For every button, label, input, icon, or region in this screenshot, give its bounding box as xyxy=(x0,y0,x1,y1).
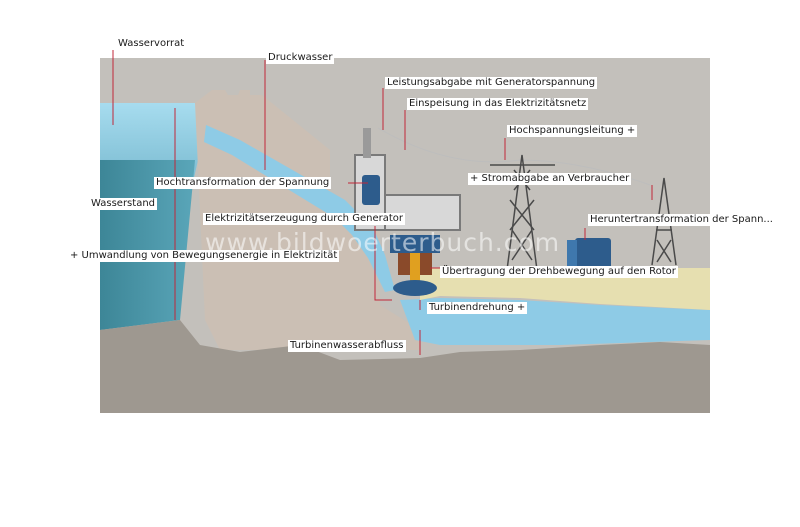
step-up-transformer xyxy=(362,175,380,205)
label-stromabgabe[interactable]: + Stromabgabe an Verbraucher xyxy=(468,173,632,185)
label-wasserstand: Wasserstand xyxy=(89,198,158,210)
transformer-radiator xyxy=(567,240,577,268)
label-leistungsabgabe: Leistungsabgabe mit Generatorspannung xyxy=(385,77,598,89)
insulator-post xyxy=(363,128,371,158)
rock-bottom xyxy=(100,320,710,413)
label-uebertragung: Übertragung der Drehbewegung auf den Rot… xyxy=(440,266,678,278)
generator xyxy=(390,235,440,253)
step-down-transformer xyxy=(575,238,611,272)
ground-right xyxy=(420,268,710,310)
transmission-line xyxy=(377,127,651,186)
penstock xyxy=(204,125,395,292)
label-einspeisung: Einspeisung in das Elektrizitätsnetz xyxy=(407,98,589,110)
label-druckwasser: Druckwasser xyxy=(266,52,335,64)
label-turbinendrehung[interactable]: Turbinendrehung + xyxy=(427,302,528,314)
turbine xyxy=(393,280,437,296)
label-turbinenwasserabfluss: Turbinenwasserabfluss xyxy=(288,340,406,352)
label-heruntertransformation: Heruntertransformation der Spann... xyxy=(588,214,775,226)
label-hochtransformation: Hochtransformation der Spannung xyxy=(154,177,332,189)
label-elektrizitaetserzeugung: Elektrizitätserzeugung durch Generator xyxy=(203,213,405,225)
shaft xyxy=(410,253,420,283)
leader-lines xyxy=(112,50,653,355)
label-umwandlung[interactable]: + Umwandlung von Bewegungsenergie in Ele… xyxy=(68,250,340,262)
label-hochspannungsleitung[interactable]: Hochspannungsleitung + xyxy=(507,125,638,137)
label-wasservorrat: Wasservorrat xyxy=(116,38,187,50)
